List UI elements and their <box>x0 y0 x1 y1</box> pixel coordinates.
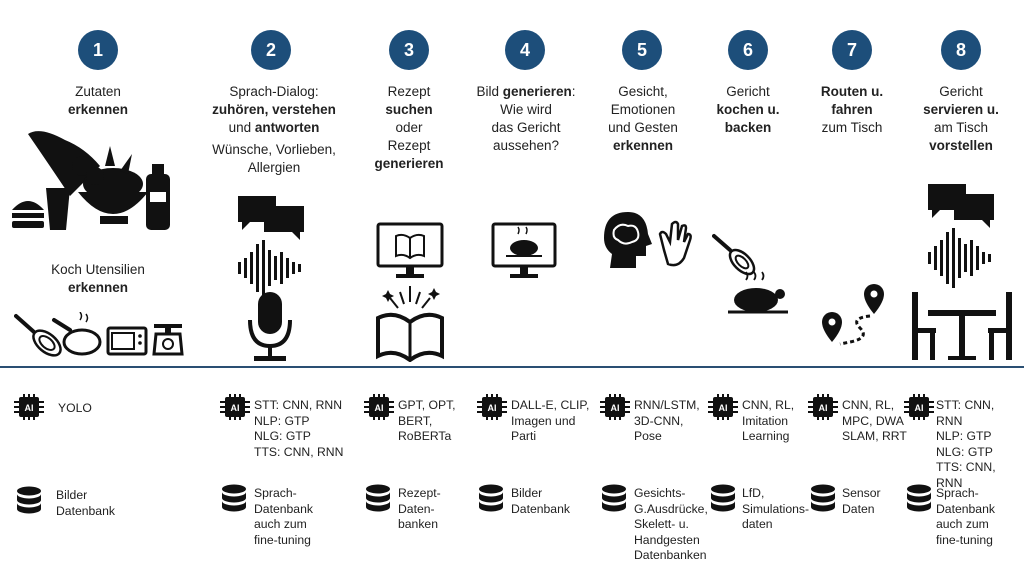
step-6-data: LfD,Simulations-daten <box>742 486 810 531</box>
ai-chip-label: AI <box>819 403 828 413</box>
step-6-badge: 6 <box>728 30 768 70</box>
step-2-title: Sprach-Dialog: zuhören, verstehen und an… <box>212 84 336 175</box>
step-1-models: YOLO <box>58 401 92 415</box>
kitchen-utensils-icon <box>14 312 184 357</box>
ai-chip-icon: AI <box>904 394 934 420</box>
speech-dialog-icon <box>238 196 304 361</box>
ai-chip-icon: AI <box>364 394 394 420</box>
ai-chip-label: AI <box>719 403 728 413</box>
database-icon <box>711 484 735 512</box>
database-icon <box>811 484 835 512</box>
step-2-badge: 2 <box>251 30 291 70</box>
face-gesture-icon <box>604 212 692 268</box>
section-divider <box>0 366 1024 368</box>
database-icon <box>222 484 246 512</box>
ai-chip-icon: AI <box>808 394 838 420</box>
ai-chip-label: AI <box>611 403 620 413</box>
database-icon <box>907 484 931 512</box>
ai-chip-label: AI <box>231 403 240 413</box>
ingredients-icon <box>12 131 170 230</box>
ai-chip-icon: AI <box>600 394 630 420</box>
step-1-title: Zutaten erkennen <box>67 84 129 117</box>
step-4-title: Bild generieren: Wie wird das Gericht au… <box>476 84 576 153</box>
step-5-data: Gesichts-G.Ausdrücke,Skelett- u.Handgest… <box>634 486 708 562</box>
database-icon <box>366 484 390 512</box>
route-icon <box>822 284 884 346</box>
database-icon <box>602 484 626 512</box>
database-icon <box>479 484 503 512</box>
dish-image-monitor-icon <box>491 222 557 278</box>
step-7-badge: 7 <box>832 30 872 70</box>
ai-chip-label: AI <box>488 403 497 413</box>
ai-chip-icon: AI <box>220 394 250 420</box>
step-3-title: Rezept suchen oder Rezept generieren <box>374 84 444 171</box>
step-5-models: RNN/LSTM,3D-CNN,Pose <box>634 398 700 443</box>
ai-chip-label: AI <box>915 403 924 413</box>
step-7-title: Routen u. fahren zum Tisch <box>820 84 884 135</box>
step-3-badge: 3 <box>389 30 429 70</box>
ai-chip-label: AI <box>375 403 384 413</box>
ai-chip-icon: AI <box>708 394 738 420</box>
step-5-title: Gesicht, Emotionen und Gesten erkennen <box>608 84 678 153</box>
step-5-badge: 5 <box>622 30 662 70</box>
serving-table-icon <box>912 184 1012 360</box>
step-8-badge: 8 <box>941 30 981 70</box>
step-1-subtitle: Koch Utensilien erkennen <box>51 262 145 295</box>
database-icon <box>17 486 41 514</box>
ai-chip-label: AI <box>25 403 34 413</box>
step-6-title: Gericht kochen u. backen <box>716 84 780 135</box>
step-4-badge: 4 <box>505 30 545 70</box>
step-1-badge: 1 <box>78 30 118 70</box>
ai-chip-icon: AI <box>14 394 44 420</box>
step-3-data: Rezept-Daten-banken <box>398 486 441 531</box>
step-3-models: GPT, OPT,BERT,RoBERTa <box>398 398 456 443</box>
ai-chip-icon: AI <box>477 394 507 420</box>
step-8-title: Gericht servieren u. am Tisch vorstellen <box>923 84 999 153</box>
cooking-icon <box>712 234 788 314</box>
recipe-book-icon <box>376 222 444 362</box>
